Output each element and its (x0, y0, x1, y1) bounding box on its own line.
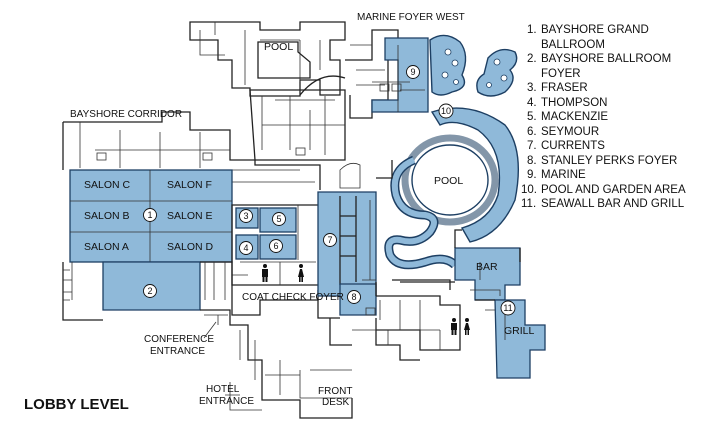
marker-8: 8 (347, 290, 361, 304)
legend-item: 9.MARINE (527, 169, 586, 181)
elevator-box (365, 307, 376, 316)
svg-text:5: 5 (276, 214, 281, 224)
legend-item: 1.BAYSHORE GRAND BALLROOM (527, 24, 649, 51)
salon-c-label: SALON C (84, 179, 131, 191)
hotel-entrance-label-2: ENTRANCE (199, 396, 254, 407)
bayshore-corridor-label: BAYSHORE CORRIDOR (70, 109, 182, 120)
conference-entrance-pointer (203, 321, 217, 339)
west-building-walls (62, 111, 321, 190)
legend-item: 2.BAYSHORE BALLROOM FOYER (527, 53, 672, 80)
restroom-men-icon (262, 264, 268, 282)
svg-text:11: 11 (503, 303, 512, 313)
salon-b-label: SALON B (84, 210, 130, 222)
pond-rocks (441, 48, 459, 85)
restroom-women-icon (298, 264, 304, 282)
legend-item: 4.THOMPSON (527, 96, 608, 109)
legend-item: 6.SEYMOUR (527, 125, 600, 138)
pool-main[interactable] (411, 144, 489, 216)
bar-label: BAR (476, 261, 498, 273)
salon-e-label: SALON E (167, 210, 213, 222)
north-building-walls (189, 21, 399, 161)
svg-text:3: 3 (243, 211, 248, 221)
legend-item: 8.STANLEY PERKS FOYER (527, 154, 678, 167)
room-legend: 1.BAYSHORE GRAND BALLROOM 2.BAYSHORE BAL… (521, 23, 706, 212)
front-desk-label-2: DESK (322, 397, 350, 408)
salon-a-label: SALON A (84, 241, 129, 253)
marker-7: 7 (323, 233, 337, 247)
marker-1: 1 (143, 208, 157, 222)
marine-walls (372, 45, 425, 112)
svg-text:1: 1 (147, 210, 152, 220)
restroom-lobby-women-icon (464, 318, 470, 335)
svg-text:2: 2 (147, 286, 152, 296)
garden-boundary (375, 160, 455, 296)
svg-text:9: 9 (410, 67, 415, 77)
seawall-bar[interactable] (454, 247, 521, 301)
marine-elevator (379, 83, 390, 92)
pool-north-label: POOL (264, 41, 293, 53)
svg-text:8: 8 (351, 292, 356, 302)
grill-label: GRILL (504, 325, 535, 337)
garden-pond (429, 34, 467, 96)
svg-text:6: 6 (273, 241, 278, 251)
level-title: LOBBY LEVEL (24, 396, 129, 413)
hotel-entrance-label-1: HOTEL (206, 384, 240, 395)
svg-text:7: 7 (327, 235, 332, 245)
svg-text:10: 10 (441, 106, 451, 116)
marker-10: 10 (438, 103, 454, 119)
lobby-walls (317, 295, 461, 361)
seawall-grill[interactable] (494, 299, 546, 379)
marker-4: 4 (239, 241, 253, 255)
legend-item: 11.SEAWALL BAR AND GRILL (521, 198, 685, 210)
marker-11: 11 (500, 300, 516, 316)
marker-5: 5 (272, 212, 286, 226)
restroom-lobby-icon (451, 318, 457, 335)
legend-item: 5.MACKENZIE (527, 111, 609, 123)
lobby-detail (352, 300, 441, 350)
coat-check-foyer-label: COAT CHECK FOYER (242, 292, 344, 303)
svg-text:4: 4 (243, 243, 248, 253)
garden-pond-east (476, 48, 518, 97)
marker-9: 9 (406, 65, 420, 79)
pool-north (257, 41, 311, 79)
legend-item: 10.POOL AND GARDEN AREA (521, 183, 686, 196)
marker-3: 3 (239, 209, 253, 223)
legend-item: 7.CURRENTS (527, 140, 605, 152)
front-desk-label-1: FRONT (318, 386, 352, 397)
pool-main-label: POOL (434, 175, 463, 187)
conference-entrance-label-1: CONFERENCE (144, 334, 214, 345)
pool-garden-arc[interactable] (430, 107, 520, 243)
legend-item: 3.FRASER (527, 82, 588, 94)
stair-feature (339, 162, 361, 189)
conference-entrance-label-2: ENTRANCE (150, 346, 205, 357)
marker-6: 6 (269, 239, 283, 253)
pool-deck (401, 134, 499, 226)
currents-inner-walls (339, 196, 376, 285)
salon-d-label: SALON D (167, 241, 214, 253)
marine-room[interactable] (371, 37, 429, 113)
marine-foyer-west-label: MARINE FOYER WEST (357, 12, 465, 23)
marine-elevator-2 (391, 83, 402, 92)
bar-grill-walls (454, 229, 521, 340)
marker-2: 2 (143, 284, 157, 298)
pond-east-rocks (486, 58, 508, 88)
salon-f-label: SALON F (167, 179, 212, 191)
